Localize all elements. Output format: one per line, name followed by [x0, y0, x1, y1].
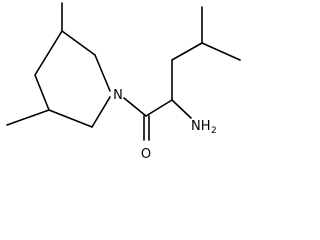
bond-methyl-left [6, 109, 50, 126]
bond-ring-n-c6 [91, 96, 111, 128]
bond-carbonyl-alpha [145, 99, 173, 117]
bond-ch2-ch [171, 42, 203, 61]
bond-ring-c6-c5 [48, 109, 93, 128]
bond-ch-methyl-right [201, 42, 241, 61]
bond-ring-c5-c4 [34, 74, 50, 111]
bond-ring-c2-c3 [61, 30, 96, 56]
ring-methyl-groups [6, 2, 63, 126]
amine-subscript: 2 [211, 126, 217, 136]
molecule-diagram: N O NH 2 [6, 2, 241, 162]
piperidine-ring [34, 30, 111, 128]
amine-label: NH [191, 119, 211, 134]
carbonyl-double-bond [143, 115, 150, 141]
isobutyl-chain [171, 6, 241, 101]
nitrogen-label: N [113, 88, 123, 103]
bond-ring-c3-n [94, 54, 111, 92]
oxygen-label: O [141, 147, 151, 162]
bond-n-carbonyl [123, 97, 147, 117]
bond-ring-c4-c2 [34, 30, 63, 76]
bond-alpha-amine [171, 99, 192, 119]
